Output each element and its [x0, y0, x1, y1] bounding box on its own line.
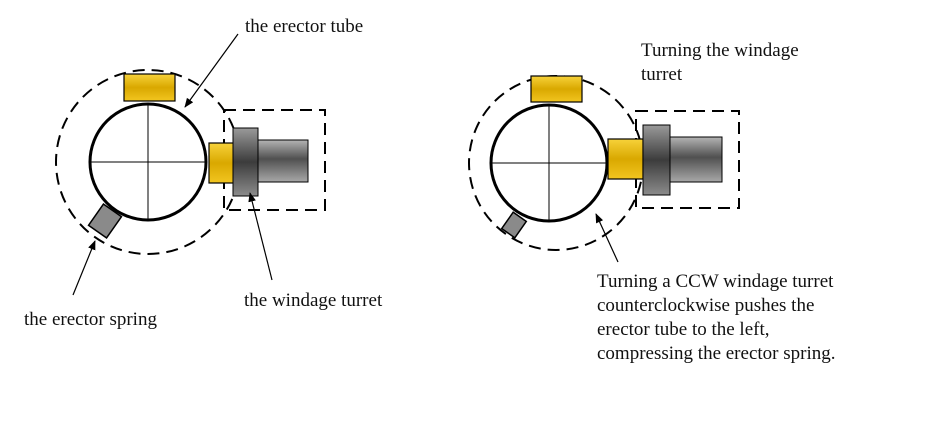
windage-turret-label: the windage turret	[244, 290, 383, 311]
right-turret-cap	[642, 124, 671, 196]
right-caption: Turning a CCW windage turret countercloc…	[597, 271, 838, 364]
right-turret-body	[669, 136, 723, 183]
right-caption-pointer	[595, 213, 619, 263]
left-erector-spring	[87, 202, 123, 240]
erector-tube-label: the erector tube	[245, 16, 363, 37]
right-caption-line-1: Turning a CCW windage turret	[597, 271, 834, 292]
left-erector-spring-pointer	[72, 240, 96, 296]
left-turret-plunger	[208, 142, 235, 184]
left-turret-cap	[232, 127, 259, 197]
erector-spring-label: the erector spring	[24, 309, 157, 330]
right-turret-plunger	[607, 138, 644, 180]
left-panel: the erector tube the erector spring the …	[24, 16, 383, 330]
right-top-tube-block	[530, 75, 583, 103]
right-title-line-2: turret	[641, 64, 683, 85]
right-erector-spring	[500, 211, 528, 239]
left-windage-turret-pointer	[248, 192, 273, 281]
right-title-line-1: Turning the windage	[641, 40, 799, 61]
right-caption-line-4: compressing the erector spring.	[597, 343, 835, 364]
left-erector-tube-pointer	[184, 33, 239, 108]
left-top-tube-block	[123, 73, 176, 102]
right-title: Turning the windage turret	[641, 40, 803, 85]
right-panel: Turning the windage turret Turning a CCW…	[468, 40, 838, 364]
left-turret-body	[257, 139, 309, 183]
right-caption-line-2: counterclockwise pushes the	[597, 295, 814, 316]
right-caption-line-3: erector tube to the left,	[597, 319, 770, 340]
